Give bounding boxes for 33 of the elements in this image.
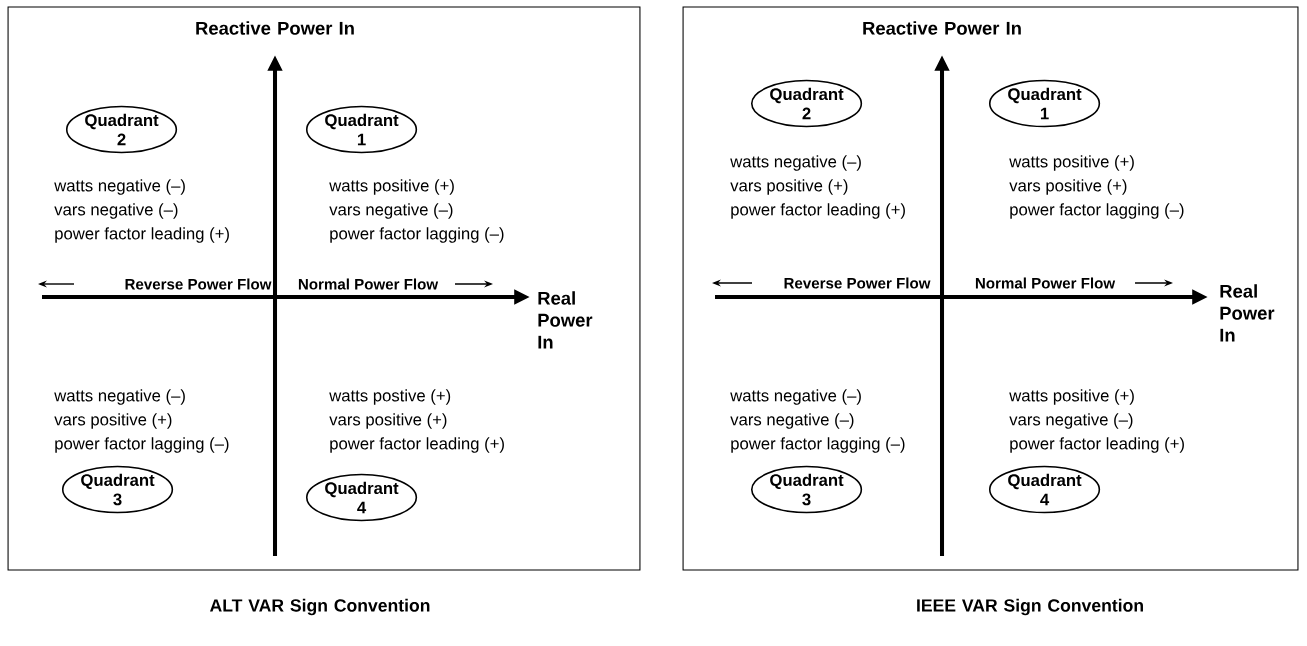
quadrant-note: watts negative (–) <box>54 389 185 405</box>
quadrant-note: power factor leading (+) <box>55 227 229 243</box>
panel-frame <box>682 6 1299 571</box>
quadrant-note: power factor lagging (–) <box>330 227 504 243</box>
quadrant-note: watts positive (+) <box>329 179 454 195</box>
panel-frame <box>7 6 641 571</box>
flow-label: Normal Power Flow <box>975 277 1116 289</box>
quadrant-note: power factor lagging (–) <box>1010 203 1184 219</box>
quadrant-note: vars positive (+) <box>54 413 172 429</box>
flow-label: Reverse Power Flow <box>125 278 272 290</box>
axis-label: Reactive Power In <box>863 21 1021 35</box>
quadrant-note: power factor leading (+) <box>330 437 504 453</box>
flow-label: Reverse Power Flow <box>784 277 931 289</box>
quadrant-note: vars positive (+) <box>1009 179 1127 195</box>
quadrant-note: watts positive (+) <box>1009 389 1134 405</box>
quadrant-note: vars negative (–) <box>1009 413 1133 429</box>
flow-label: Normal Power Flow <box>298 278 439 290</box>
quadrant-note: vars positive (+) <box>730 179 848 195</box>
quadrant-note: vars negative (–) <box>730 413 854 429</box>
caption: IEEE VAR Sign Convention <box>917 598 1143 616</box>
quadrant-note: vars negative (–) <box>329 203 453 219</box>
quadrant-note: watts positive (+) <box>1009 155 1134 171</box>
caption: ALT VAR Sign Convention <box>210 598 430 616</box>
quadrant-note: power factor leading (+) <box>731 203 905 219</box>
axis-label: Real Power In <box>1220 284 1275 342</box>
quadrant-note: vars positive (+) <box>329 413 447 429</box>
quadrant-note: watts negative (–) <box>730 155 861 171</box>
quadrant-note: watts negative (–) <box>730 389 861 405</box>
quadrant-note: vars negative (–) <box>54 203 178 219</box>
axis-label: Real Power In <box>538 291 593 349</box>
quadrant-note: watts postive (+) <box>329 389 451 405</box>
axis-label: Reactive Power In <box>196 21 354 35</box>
quadrant-note: watts negative (–) <box>54 179 185 195</box>
